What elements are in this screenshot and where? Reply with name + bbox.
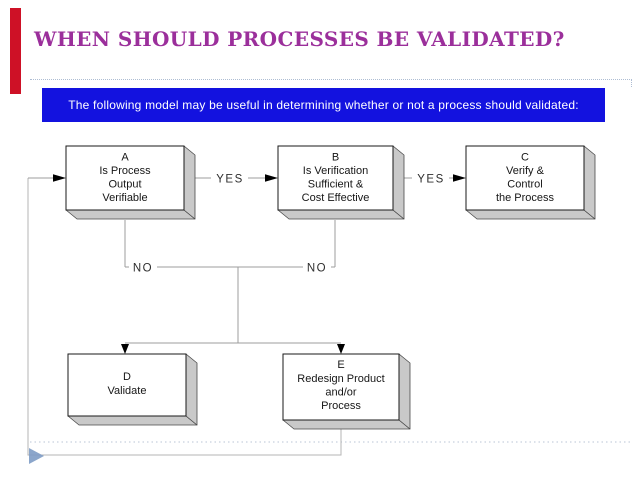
box-a-line-4: Verifiable [102, 192, 147, 204]
arrow-into-d-icon [121, 344, 129, 354]
box-e-face [282, 353, 400, 421]
yes-label-1: YES [216, 174, 244, 186]
yes-label-2-bg [412, 170, 449, 185]
box-e-line-4: Process [321, 400, 361, 412]
arrow-into-e-icon [337, 344, 345, 354]
box-c: C Verify & Control the Process [465, 145, 596, 220]
box-e-bevel-bottom [282, 419, 411, 430]
box-b-bevel-bottom [277, 209, 405, 220]
box-a-bevel-right [183, 145, 196, 220]
corner-triangle-icon [29, 448, 44, 464]
box-e-bevel-right [398, 353, 411, 430]
box-e-line-2: Redesign Product [297, 373, 384, 385]
box-e: E Redesign Product and/or Process [282, 353, 411, 430]
box-b-bevel-right [392, 145, 405, 220]
box-d-line-2: Validate [108, 385, 147, 397]
box-c-line-1: C [521, 152, 529, 164]
no-label-2: NO [307, 263, 327, 275]
box-a-line-2: Is Process [99, 165, 151, 177]
box-a-bevel-bottom [65, 209, 196, 220]
top-dotted-divider-tick [631, 79, 632, 87]
no-label-1: NO [133, 263, 153, 275]
box-e-line-1: E [337, 359, 344, 371]
box-b-line-3: Sufficient & [308, 179, 364, 191]
box-e-line-3: and/or [325, 387, 357, 399]
flowchart: YES YES NO NO A Is Process Output Verifi… [27, 145, 632, 464]
arrow-b-to-c-icon [453, 174, 466, 182]
box-a-line-3: Output [108, 179, 141, 191]
box-a-face [65, 145, 185, 211]
box-b-line-2: Is Verification [303, 165, 368, 177]
arrow-into-a-icon [53, 174, 66, 182]
red-accent-bar [10, 8, 21, 94]
box-d-face [67, 353, 187, 417]
box-b: B Is Verification Sufficient & Cost Effe… [277, 145, 405, 220]
yes-label-1-bg [211, 170, 248, 185]
box-c-line-3: Control [507, 179, 542, 191]
box-c-bevel-right [583, 145, 596, 220]
no-label-2-bg [303, 260, 331, 274]
box-c-bevel-bottom [465, 209, 596, 220]
slide-title: WHEN SHOULD PROCESSES BE VALIDATED? [34, 27, 565, 51]
top-dotted-divider [30, 79, 632, 80]
box-c-line-2: Verify & [506, 165, 545, 177]
intro-banner-text: The following model may be useful in det… [68, 98, 579, 112]
box-b-face [277, 145, 394, 211]
box-d-line-1: D [123, 371, 131, 383]
box-d-bevel-bottom [67, 415, 198, 426]
no-label-1-bg [129, 260, 157, 274]
intro-banner: The following model may be useful in det… [42, 88, 605, 122]
box-b-line-4: Cost Effective [302, 192, 370, 204]
feedback-loop-connector [27, 178, 342, 456]
box-d-bevel-right [185, 353, 198, 426]
box-a-line-1: A [121, 152, 129, 164]
yes-label-2: YES [417, 174, 445, 186]
box-c-face [465, 145, 585, 211]
arrow-a-to-b-icon [265, 174, 278, 182]
box-c-line-4: the Process [496, 192, 555, 204]
box-b-line-1: B [332, 152, 339, 164]
box-a: A Is Process Output Verifiable [65, 145, 196, 220]
box-d: D Validate [67, 353, 198, 426]
